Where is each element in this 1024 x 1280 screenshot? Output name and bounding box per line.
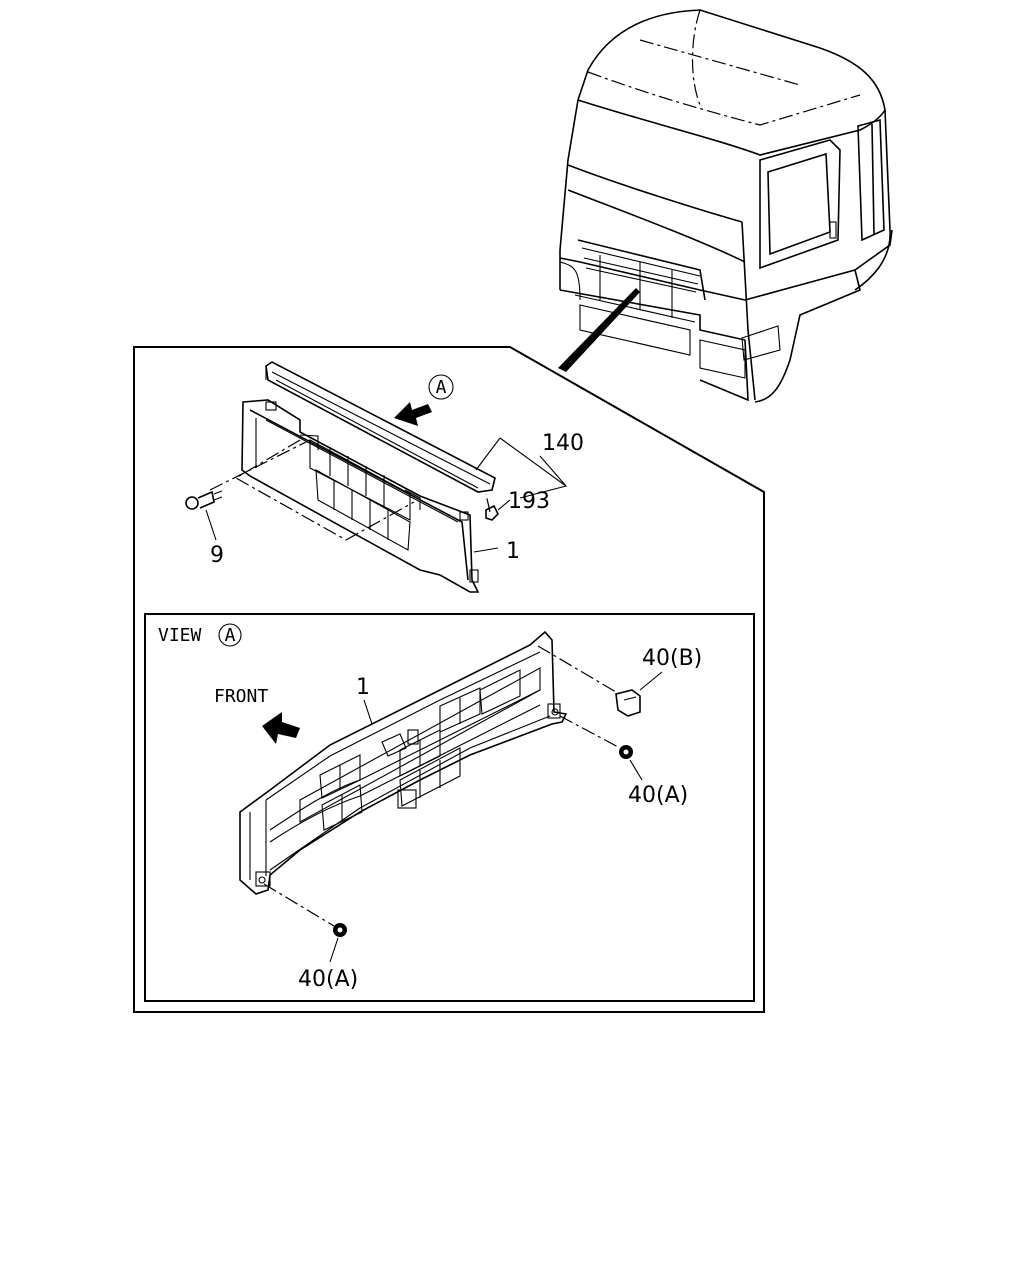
- leader-193: [497, 499, 511, 511]
- view-a-marker-letter: A: [436, 377, 447, 398]
- label-40b: 40(B): [642, 646, 702, 671]
- label-1-view: 1: [356, 675, 370, 700]
- nut-40a-bottom: [333, 923, 347, 937]
- front-label: FRONT: [214, 686, 268, 707]
- view-a-marker-circle: [428, 374, 454, 400]
- view-a-title: VIEW: [158, 625, 202, 646]
- view-a-box: [144, 613, 755, 1002]
- leader-40b: [639, 671, 663, 691]
- leader-1-view: [363, 699, 373, 725]
- leader-40a-right: [629, 759, 643, 781]
- label-9: 9: [210, 543, 224, 568]
- attach-line-40a-right: [559, 715, 621, 749]
- leader-9: [205, 509, 217, 541]
- grille-rear-view: [239, 630, 568, 895]
- attach-line-40b: [537, 645, 617, 693]
- truck-cab-illustration: [559, 9, 893, 403]
- leader-1-top: [473, 547, 499, 553]
- label-140: 140: [542, 431, 584, 456]
- detail-frame: [133, 346, 765, 1013]
- view-a-title-circle: [218, 623, 242, 647]
- label-193: 193: [508, 489, 550, 514]
- callout-pointer: [558, 288, 640, 372]
- view-a-title-letter: A: [225, 625, 236, 646]
- clip-40b: [615, 689, 641, 717]
- attach-line-40a-bottom: [263, 883, 335, 927]
- leader-140: [475, 437, 568, 499]
- grille-exploded-view: [185, 361, 499, 593]
- nut-40a-right: [619, 745, 633, 759]
- label-40a-bottom: 40(A): [298, 967, 358, 992]
- label-40a-right: 40(A): [628, 783, 688, 808]
- label-1-top: 1: [506, 539, 520, 564]
- front-arrow: [262, 712, 300, 744]
- leader-40a-bottom: [329, 937, 339, 963]
